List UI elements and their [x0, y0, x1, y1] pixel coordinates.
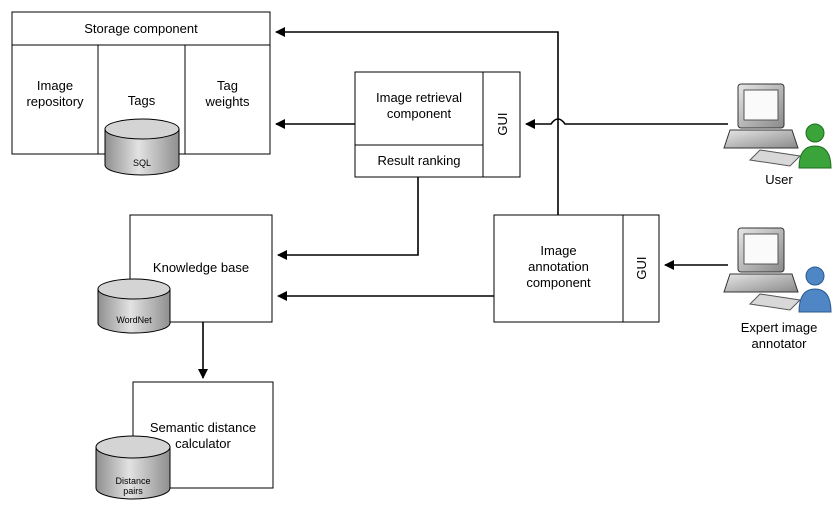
sql-database-icon: [104, 118, 180, 176]
arrow-user-to-retrieval-gui: [525, 118, 728, 129]
wordnet-database-icon: [97, 278, 171, 334]
arrow-annotation-to-storage: [275, 27, 559, 215]
user-computer-icon: [723, 83, 832, 169]
image-retrieval-component-box: [354, 71, 521, 178]
arrow-ranking-to-knowledge-base: [277, 177, 419, 260]
semantic-distance-title: Semantic distance calculator: [149, 420, 257, 451]
sql-db-label: SQL: [132, 158, 151, 168]
image-annotation-component-box: [493, 214, 660, 323]
result-ranking-label: Result ranking: [377, 153, 461, 168]
user-label: User: [765, 172, 793, 187]
image-retrieval-title: Image retrieval component: [376, 90, 462, 121]
wordnet-db-label: WordNet: [116, 315, 152, 325]
image-annotation-title: Image annotation component: [526, 243, 591, 290]
tag-weights-label: Tag weights: [205, 78, 250, 109]
knowledge-base-title: Knowledge base: [152, 260, 250, 275]
distance-pairs-database-icon: [95, 435, 171, 500]
distance-pairs-db-label: Distance pairs: [115, 476, 151, 496]
retrieval-gui-label: GUI: [494, 112, 510, 136]
expert-annotator-label: Expert image annotator: [740, 320, 818, 351]
image-repository-label: Image repository: [26, 78, 84, 109]
storage-component-title: Storage component: [84, 20, 198, 36]
annotation-gui-label: GUI: [633, 256, 649, 280]
tags-label: Tags: [127, 93, 156, 108]
expert-computer-icon: [723, 227, 832, 313]
